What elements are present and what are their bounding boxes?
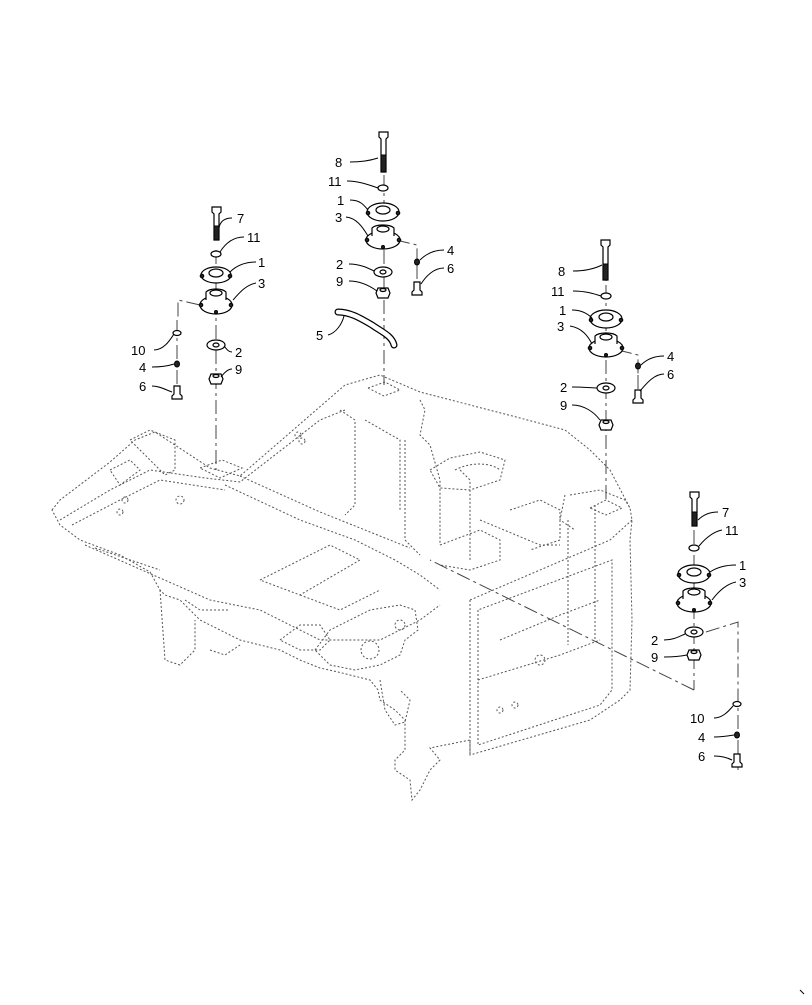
callout-label: 11	[247, 230, 261, 245]
lock-washer-icon	[377, 184, 389, 192]
callout-label: 3	[739, 575, 746, 590]
callout-label: 3	[258, 276, 265, 291]
nut-icon	[375, 287, 391, 299]
bolt-icon	[689, 491, 700, 527]
callout-label: 10	[131, 343, 145, 358]
callout-label: 2	[235, 345, 242, 360]
callout-labels: 7 11 1 3 2 9 10 4 6 8 11 1 3 2 9 4 6 5 8…	[131, 155, 746, 764]
isolator-mount-icon	[675, 587, 713, 613]
isolator-mount-icon	[587, 332, 625, 358]
lock-washer-icon	[734, 731, 740, 739]
callout-label: 4	[447, 243, 454, 258]
lock-washer-icon	[600, 292, 612, 300]
callout-label: 4	[698, 730, 705, 745]
isolator-mount-icon	[676, 564, 712, 584]
bolt-icon	[378, 131, 389, 173]
hose-icon	[334, 308, 398, 349]
callout-label: 8	[558, 264, 565, 279]
callout-label: 6	[139, 379, 146, 394]
callout-label: 5	[316, 328, 323, 343]
machine-frame	[51, 374, 633, 802]
nut-icon	[686, 649, 702, 661]
lock-washer-icon	[414, 258, 420, 266]
callout-label: 9	[235, 362, 242, 377]
callout-label: 10	[690, 711, 704, 726]
callout-label: 8	[335, 155, 342, 170]
bolt-icon	[411, 281, 423, 296]
lock-washer-icon	[174, 360, 180, 368]
lock-washer-icon	[635, 362, 641, 370]
callout-label: 4	[667, 349, 674, 364]
callout-label: 2	[560, 380, 567, 395]
callout-label: 3	[335, 210, 342, 225]
callout-label: 1	[739, 558, 746, 573]
callout-label: 6	[447, 261, 454, 276]
callout-label: 11	[725, 523, 739, 538]
washer-icon	[732, 700, 742, 708]
bolt-icon	[600, 239, 611, 281]
bolt-icon	[211, 206, 222, 241]
callout-label: 9	[560, 398, 567, 413]
isolator-mount-icon	[588, 309, 624, 329]
mount-assembly-left	[171, 206, 234, 400]
bolt-icon	[171, 385, 183, 400]
leader-lines	[151, 157, 737, 761]
assembly-centerlines	[176, 150, 739, 770]
corner-mark	[799, 989, 805, 995]
nut-icon	[598, 419, 614, 431]
callout-label: 1	[337, 193, 344, 208]
washer-icon	[172, 329, 182, 337]
bolt-icon	[731, 753, 743, 768]
callout-label: 1	[559, 303, 566, 318]
lock-washer-icon	[210, 250, 222, 258]
callout-label: 2	[651, 633, 658, 648]
callout-label: 7	[237, 211, 244, 226]
callout-label: 9	[651, 650, 658, 665]
callout-label: 11	[328, 174, 342, 189]
callout-label: 11	[551, 284, 565, 299]
callout-label: 4	[139, 360, 146, 375]
callout-label: 3	[557, 319, 564, 334]
mount-assembly-right	[587, 239, 644, 431]
mount-assembly-center	[334, 131, 423, 349]
lock-washer-icon	[688, 544, 700, 552]
mount-assembly-lower-right	[675, 491, 743, 768]
isolator-mount-icon	[198, 288, 234, 315]
isolator-mount-icon	[199, 266, 233, 284]
callout-label: 6	[698, 749, 705, 764]
callout-label: 1	[258, 255, 265, 270]
bolt-icon	[632, 389, 644, 404]
callout-label: 2	[336, 257, 343, 272]
callout-label: 9	[336, 274, 343, 289]
nut-icon	[208, 373, 224, 385]
isolator-mount-icon	[365, 202, 401, 222]
callout-label: 6	[667, 367, 674, 382]
callout-label: 7	[722, 505, 729, 520]
isolator-mount-icon	[364, 224, 402, 250]
